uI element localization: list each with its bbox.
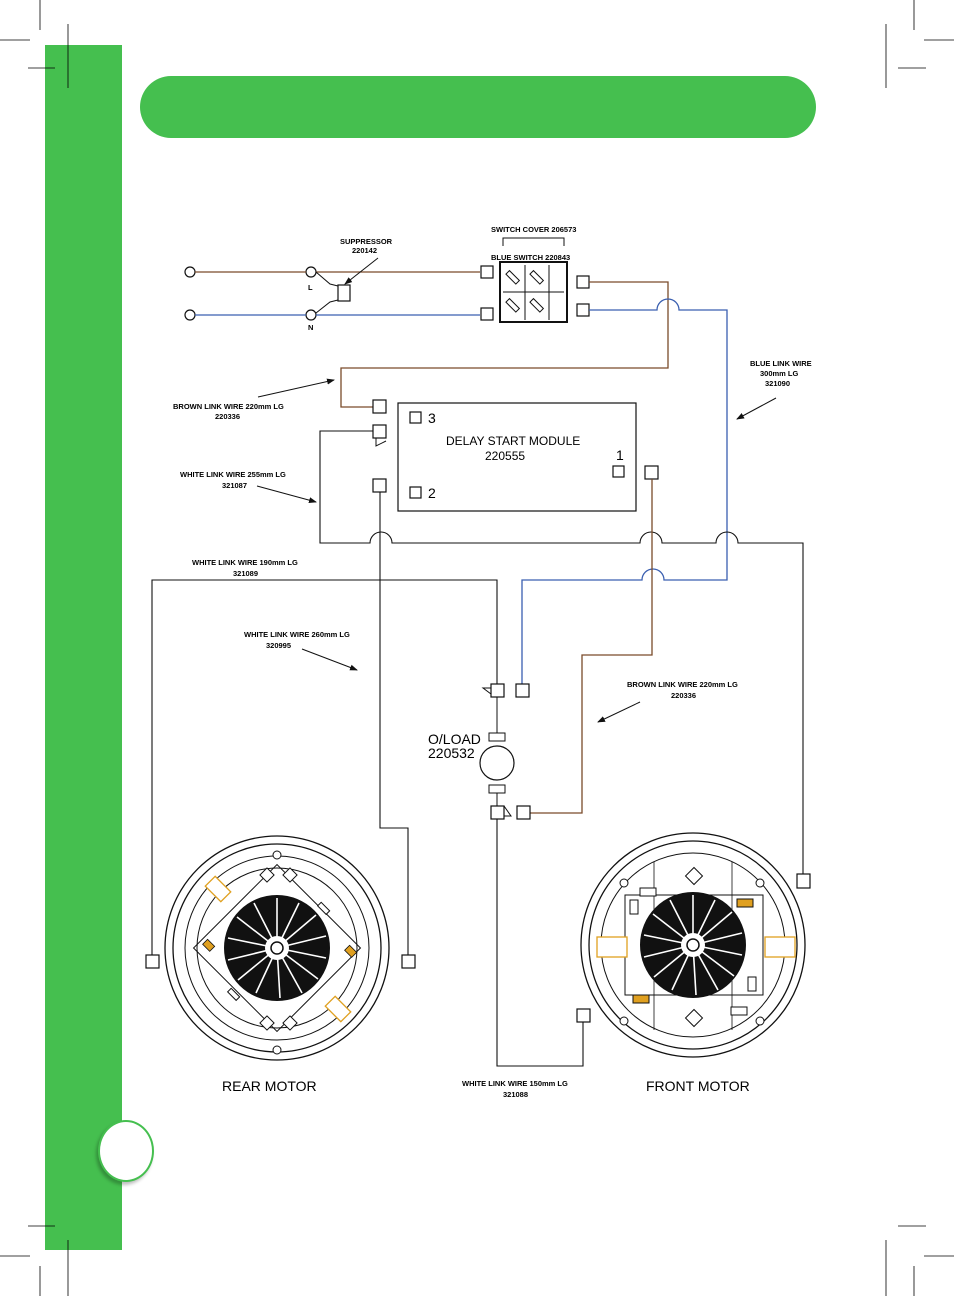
overload-label: O/LOAD: [428, 731, 481, 747]
pin-2-label: 2: [428, 485, 436, 501]
blue-link-code: 321090: [765, 379, 790, 388]
brown-link-2-label: BROWN LINK WIRE 220mm LG: [627, 680, 738, 689]
brown-link-wire-1: BROWN LINK WIRE 220mm LG 220336: [173, 281, 669, 421]
delay-start-module: 3 2 1 DELAY START MODULE 220555: [372, 399, 659, 512]
white-link-wire-260: WHITE LINK WIRE 260mm LG 320995: [244, 492, 416, 969]
rear-motor: REAR MOTOR: [164, 835, 390, 1094]
green-side-bar: [45, 45, 122, 1250]
blue-switch-label: BLUE SWITCH 220843: [491, 253, 570, 262]
brown-link-wire-2: BROWN LINK WIRE 220mm LG 220336: [530, 479, 738, 814]
front-motor-label: FRONT MOTOR: [646, 1078, 750, 1094]
delay-module-code: 220555: [485, 449, 525, 463]
pin-3-label: 3: [428, 410, 436, 426]
header-band: [140, 76, 816, 138]
brown-link-1-label: BROWN LINK WIRE 220mm LG: [173, 402, 284, 411]
white-link-190-code: 321089: [233, 569, 258, 578]
white-link-190-label: WHITE LINK WIRE 190mm LG: [192, 558, 298, 567]
white-link-255-label: WHITE LINK WIRE 255mm LG: [180, 470, 286, 479]
blue-link-length: 300mm LG: [760, 369, 799, 378]
delay-module-label: DELAY START MODULE: [446, 434, 580, 448]
terminal-n-label: N: [308, 323, 313, 332]
front-motor: FRONT MOTOR: [580, 832, 806, 1094]
white-link-wire-190: WHITE LINK WIRE 190mm LG 321089: [145, 558, 498, 969]
white-link-260-label: WHITE LINK WIRE 260mm LG: [244, 630, 350, 639]
mains-input: L N: [184, 266, 480, 332]
white-link-255-code: 321087: [222, 481, 247, 490]
brown-link-1-code: 220336: [215, 412, 240, 421]
blue-link-label: BLUE LINK WIRE: [750, 359, 812, 368]
overload: O/LOAD 220532: [428, 683, 531, 820]
white-link-wire-255: WHITE LINK WIRE 255mm LG 321087: [180, 430, 811, 889]
blue-switch: SWITCH COVER 206573 BLUE SWITCH 220843: [480, 225, 590, 323]
overload-code: 220532: [428, 745, 475, 761]
switch-cover-label: SWITCH COVER 206573: [491, 225, 576, 234]
terminal-l-label: L: [308, 283, 313, 292]
white-link-150-code: 321088: [503, 1090, 528, 1099]
suppressor-code: 220142: [352, 246, 377, 255]
suppressor: SUPPRESSOR 220142: [315, 237, 393, 314]
suppressor-label: SUPPRESSOR: [340, 237, 393, 246]
pin-1-label: 1: [616, 447, 624, 463]
white-link-150-label: WHITE LINK WIRE 150mm LG: [462, 1079, 568, 1088]
page-number-circle: [98, 1120, 154, 1182]
white-link-260-code: 320995: [266, 641, 291, 650]
brown-link-2-code: 220336: [671, 691, 696, 700]
blue-link-wire: BLUE LINK WIRE 300mm LG 321090: [521, 298, 812, 684]
white-link-wire-150: WHITE LINK WIRE 150mm LG 321088: [462, 819, 591, 1099]
rear-motor-label: REAR MOTOR: [222, 1078, 317, 1094]
